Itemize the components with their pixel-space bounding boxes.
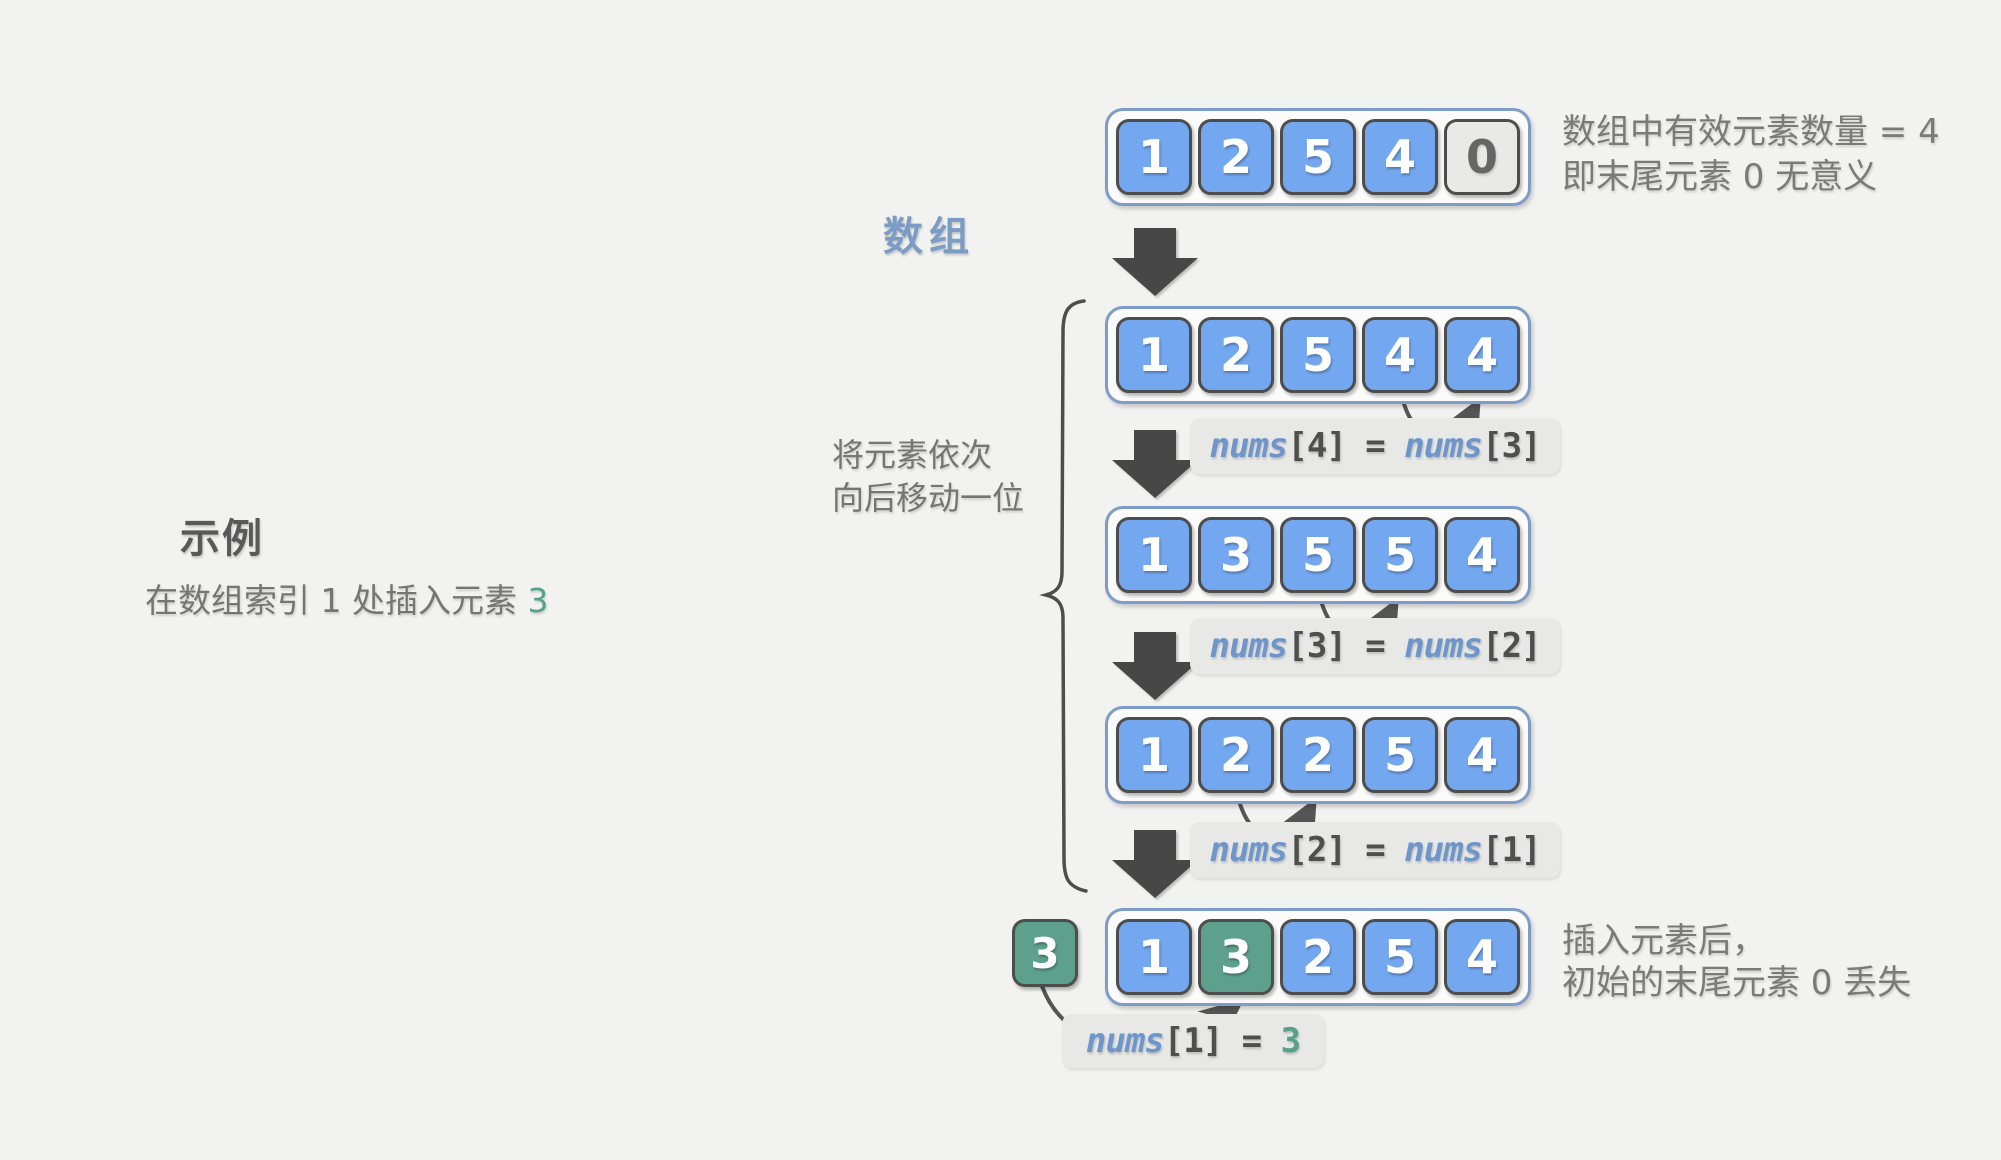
annotation-text: [3]	[1482, 426, 1541, 466]
annotation-text: [4] =	[1287, 426, 1405, 466]
array-cell: 4	[1444, 517, 1520, 593]
shift-note-line1: 将元素依次	[832, 436, 993, 474]
annotation-text: nums	[1209, 626, 1288, 666]
annotation-text: nums	[1404, 426, 1483, 466]
array-cell: 5	[1280, 517, 1356, 593]
step-annotation-result: nums[1] = 3	[1062, 1014, 1324, 1068]
array-cell: 1	[1116, 717, 1192, 793]
annotation-text: nums	[1085, 1021, 1165, 1061]
array-cell: 1	[1116, 317, 1192, 393]
example-insert-value: 3	[527, 581, 549, 620]
array-cell: 4	[1444, 717, 1520, 793]
down-arrow-icon	[1112, 228, 1198, 296]
array-cell: 5	[1280, 119, 1356, 195]
insert-result-note-line1: 插入元素后，	[1562, 921, 1766, 961]
annotation-text: 3	[1280, 1021, 1302, 1061]
step-annotation-2: nums[3] = nums[2]	[1190, 618, 1560, 674]
step-annotation-1: nums[4] = nums[3]	[1190, 418, 1560, 474]
array-cell: 1	[1116, 919, 1192, 995]
array-cell: 0	[1444, 119, 1520, 195]
valid-count-note-line1: 数组中有效元素数量 = 4	[1562, 112, 1940, 152]
annotation-text: [2]	[1482, 626, 1541, 666]
valid-count-note-line2: 即末尾元素 0 无意义	[1562, 157, 1878, 197]
array-cell: 1	[1116, 517, 1192, 593]
array-cell: 2	[1198, 317, 1274, 393]
annotation-text: nums	[1404, 626, 1483, 666]
insert-element-box: 3	[1012, 919, 1078, 987]
array-cell: 2	[1280, 919, 1356, 995]
down-arrow-icon	[1112, 632, 1198, 700]
annotation-text: nums	[1404, 830, 1483, 870]
example-description: 在数组索引 1 处插入元素 3	[145, 574, 548, 622]
shift-range-brace-icon	[1039, 299, 1088, 893]
annotation-text: nums	[1209, 830, 1288, 870]
array-label: 数组	[883, 214, 975, 260]
annotation-text: [3] =	[1287, 626, 1405, 666]
step-annotation-3: nums[2] = nums[1]	[1190, 822, 1560, 878]
down-arrow-icon	[1112, 830, 1198, 898]
array-cell: 4	[1362, 317, 1438, 393]
annotation-text: [1] =	[1163, 1021, 1281, 1061]
array-cell: 2	[1280, 717, 1356, 793]
array-cell: 3	[1198, 517, 1274, 593]
array-cell: 2	[1198, 717, 1274, 793]
array-cell: 3	[1198, 919, 1274, 995]
array-cell: 1	[1116, 119, 1192, 195]
array-cell: 4	[1444, 317, 1520, 393]
insert-result-note-line2: 初始的末尾元素 0 丢失	[1562, 963, 1912, 1003]
array-cell: 4	[1362, 119, 1438, 195]
array-cell: 5	[1362, 919, 1438, 995]
array-cell: 5	[1362, 717, 1438, 793]
array-cell: 4	[1444, 919, 1520, 995]
example-description-text: 在数组索引 1 处插入元素	[145, 581, 528, 620]
shift-note-line2: 向后移动一位	[832, 479, 1025, 517]
insert-result-note: 插入元素后， 初始的末尾元素 0 丢失	[1562, 920, 1911, 1004]
example-title: 示例	[180, 516, 264, 562]
down-arrow-icon	[1112, 430, 1198, 498]
annotation-text: nums	[1209, 426, 1288, 466]
annotation-text: [1]	[1482, 830, 1541, 870]
valid-count-note: 数组中有效元素数量 = 4 即末尾元素 0 无意义	[1562, 110, 1940, 200]
array-cell: 2	[1198, 119, 1274, 195]
annotation-text: [2] =	[1287, 830, 1405, 870]
shift-note: 将元素依次 向后移动一位	[832, 434, 1024, 520]
array-cell: 5	[1362, 517, 1438, 593]
array-cell: 5	[1280, 317, 1356, 393]
